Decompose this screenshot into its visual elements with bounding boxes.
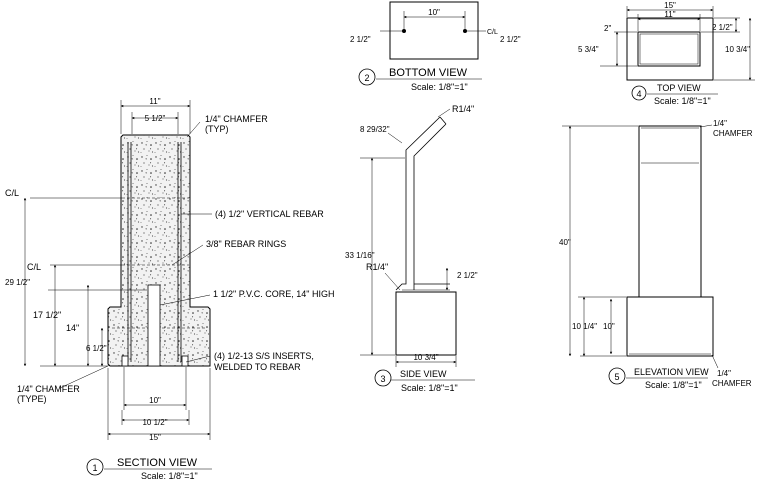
dim-width-10-half: 10 1/2"	[142, 418, 167, 427]
dim-width-10: 10"	[149, 396, 161, 405]
callout-vertical-rebar: (4) 1/2" VERTICAL REBAR	[215, 209, 324, 219]
top-dim-inner: 11"	[664, 10, 675, 19]
elevation-column	[638, 125, 702, 298]
pvc-core	[147, 284, 161, 367]
elev-chamfer-bot-1: 1/4"	[717, 369, 731, 378]
dim-height-6-half: 6 1/2"	[86, 344, 107, 353]
top-view-scale: Scale: 1/8"=1"	[654, 96, 711, 106]
side-view-scale: Scale: 1/8"=1"	[401, 383, 458, 393]
side-view-profile	[395, 116, 447, 291]
dim-height-17-half: 17 1/2"	[33, 310, 61, 320]
elev-dim-base-outer: 10 1/4"	[572, 322, 597, 331]
side-view: R1/4" 8 29/32" 33 1/16" R1/4" 2 1/2" 10 …	[345, 104, 478, 393]
bottom-view-number: 2	[364, 73, 369, 83]
callout-chamfer-type: 1/4" CHAMFER	[17, 384, 80, 394]
callout-chamfer-type-2: (TYPE)	[17, 394, 47, 404]
elevation-view-title: ELEVATION VIEW	[634, 367, 709, 377]
dim-top-width: 11"	[149, 97, 160, 106]
elev-chamfer-bot-2: CHAMFER	[712, 379, 752, 388]
top-view-number: 4	[636, 89, 641, 99]
elevation-base	[626, 296, 714, 357]
bottom-centerline: C/L	[487, 29, 498, 36]
dim-bottom-width: 15"	[149, 433, 161, 442]
elevation-view-number: 5	[614, 372, 619, 382]
top-dim-outer: 15"	[664, 1, 676, 10]
side-view-title: SIDE VIEW	[400, 369, 447, 379]
callout-pvc-core: 1 1/2" P.V.C. CORE, 14" HIGH	[213, 289, 334, 299]
side-radius-top: R1/4"	[452, 104, 474, 114]
top-view: 15" 11" 2" 2 1/2" 5 3/4" 10 3/4" 4 TOP V…	[578, 1, 755, 106]
centerline-lower: C/L	[27, 262, 41, 272]
dim-height-14: 14"	[66, 323, 79, 333]
view-number: 1	[92, 463, 97, 473]
section-view-title: SECTION VIEW	[117, 457, 198, 469]
callout-rebar-rings: 3/8" REBAR RINGS	[206, 239, 286, 249]
elev-chamfer-top-1: 1/4"	[713, 119, 727, 128]
view-number-badge	[86, 458, 104, 476]
dim-inner-width: 5 1/2"	[145, 114, 166, 123]
centerline-upper: C/L	[5, 188, 19, 198]
section-view: 11" 5 1/2" C/L C/L 29 1/2" 17 1/2" 14" 6…	[5, 97, 334, 481]
bottom-dim-right: 2 1/2"	[500, 35, 521, 44]
elev-chamfer-top-2: CHAMFER	[713, 129, 753, 138]
callout-chamfer-typ: 1/4" CHAMFER	[205, 114, 268, 124]
insert-right	[181, 355, 189, 367]
top-dim-depth: 5 3/4"	[578, 45, 599, 54]
bottom-dim-spacing: 10"	[428, 8, 440, 17]
top-view-title: TOP VIEW	[657, 83, 701, 93]
bottom-view-title: BOTTOM VIEW	[389, 67, 468, 79]
callout-inserts-2: WELDED TO REBAR	[214, 362, 301, 372]
bottom-dim-left: 2 1/2"	[350, 35, 371, 44]
top-view-opening	[637, 31, 701, 67]
top-dim-left: 2"	[604, 24, 611, 33]
side-dim-height: 33 1/16"	[345, 251, 375, 260]
dim-height-29-half: 29 1/2"	[5, 278, 30, 287]
side-dim-base-width: 10 3/4"	[413, 353, 438, 362]
side-view-number: 3	[380, 374, 385, 384]
elev-dim-base-inner: 10"	[603, 322, 615, 331]
elev-dim-height: 40"	[559, 238, 571, 247]
bottom-view-scale: Scale: 1/8"=1"	[411, 82, 468, 92]
elevation-view-scale: Scale: 1/8"=1"	[645, 380, 702, 390]
side-dim-slope: 8 29/32"	[360, 125, 390, 134]
bottom-view: 10" 2 1/2" C/L 2 1/2" 2 BOTTOM VIEW Scal…	[350, 1, 521, 92]
callout-chamfer-typ-2: (TYP)	[205, 124, 229, 134]
insert-left	[121, 355, 129, 367]
section-view-scale: Scale: 1/8"=1"	[141, 471, 198, 481]
callout-inserts-1: (4) 1/2-13 S/S INSERTS,	[214, 351, 314, 361]
elevation-view: 40" 10 1/4" 10" 1/4" CHAMFER 1/4" CHAMFE…	[559, 119, 753, 390]
top-dim-right: 2 1/2"	[712, 23, 733, 32]
side-dim-offset: 2 1/2"	[457, 271, 478, 280]
side-radius-base: R1/4"	[366, 262, 388, 272]
top-dim-overall-depth: 10 3/4"	[725, 45, 750, 54]
side-view-base	[395, 291, 457, 356]
